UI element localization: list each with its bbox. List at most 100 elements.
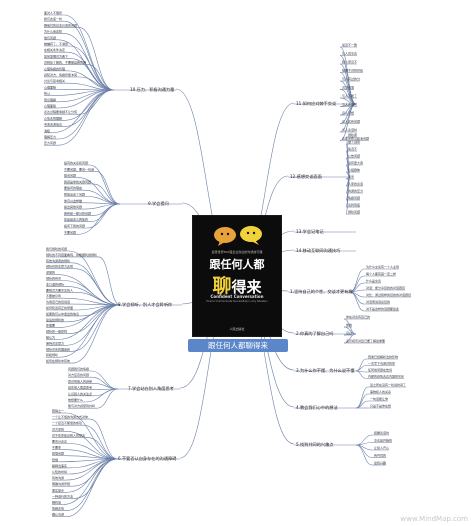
leaf-node[interactable]: 事实提示 bbox=[52, 487, 64, 492]
leaf-node[interactable]: 心情表现理解 bbox=[44, 115, 62, 120]
leaf-node[interactable]: 深层的 bbox=[46, 270, 55, 275]
leaf-node[interactable]: 情绪表情 bbox=[52, 506, 64, 511]
leaf-node[interactable]: 他想要什么 bbox=[68, 397, 83, 402]
leaf-node[interactable]: 认知的时候 bbox=[52, 469, 67, 474]
leaf-node[interactable]: 小组群体 bbox=[348, 167, 360, 172]
leaf-node[interactable]: 恐惧 bbox=[52, 457, 58, 462]
leaf-node[interactable]: 倾听的有关 bbox=[46, 276, 61, 281]
leaf-node[interactable]: 任何地问题在告诉 bbox=[368, 367, 392, 372]
leaf-node[interactable]: 你可以这样做 bbox=[64, 198, 82, 203]
leaf-node[interactable]: 倾听的一般原则 bbox=[46, 329, 67, 334]
leaf-node[interactable]: 讨论与思考相关 bbox=[44, 78, 65, 83]
leaf-node[interactable]: 你在对谈有自己的 bbox=[346, 314, 370, 319]
leaf-node[interactable]: 倾听关系的理由和 bbox=[46, 346, 70, 351]
leaf-node[interactable]: 提问下我的问题 bbox=[64, 223, 85, 228]
leaf-node[interactable]: 对别处了解的、不要做自我声明 bbox=[44, 60, 86, 65]
leaf-node[interactable]: 把握谈话时 bbox=[374, 430, 389, 435]
leaf-node[interactable]: 不要被引导 bbox=[46, 293, 61, 298]
leaf-node[interactable]: 意识到他人的感受 bbox=[68, 378, 92, 383]
leaf-node[interactable]: 解释当事实 bbox=[52, 463, 67, 468]
leaf-node[interactable]: 一句话能让你 bbox=[370, 396, 388, 401]
leaf-node[interactable]: 面对人不理智 bbox=[44, 10, 62, 15]
leaf-node[interactable]: 心理面貌 bbox=[44, 103, 56, 108]
leaf-node[interactable]: 情绪问题 bbox=[348, 195, 360, 200]
leaf-node[interactable]: 心理情绪的管理 bbox=[44, 66, 65, 71]
branch-4[interactable]: 4.教会我们心中的想法 爱之所在没有一听说时间了事物和人的关系一句话能让你只是不… bbox=[296, 382, 406, 411]
leaf-node[interactable]: 他们问题 bbox=[44, 35, 56, 40]
leaf-node[interactable]: 你的 bbox=[346, 322, 352, 327]
leaf-node[interactable]: 公告问题 bbox=[348, 153, 360, 158]
leaf-node[interactable]: 一种进行的方法 bbox=[52, 493, 73, 498]
leaf-node[interactable]: 如何在倾听中有效 bbox=[46, 358, 70, 363]
leaf-node[interactable]: 为用自己的自说话 bbox=[46, 299, 70, 304]
leaf-node[interactable]: 我就是你的关键问题 bbox=[64, 179, 91, 184]
leaf-node[interactable]: 站在他人角度思考 bbox=[68, 385, 92, 390]
leaf-node[interactable]: 对不是这样的话题都如此 bbox=[366, 306, 399, 311]
leaf-node[interactable]: 表达过程要素越不让分值 bbox=[44, 109, 77, 114]
leaf-node[interactable]: 我们倾听的问题 bbox=[46, 246, 67, 251]
leaf-node[interactable]: 最近不一致 bbox=[342, 42, 357, 47]
leaf-node[interactable]: 对话：能分享目的的对话题目 bbox=[366, 285, 405, 290]
branch-11[interactable]: 11.如何应对棘手交谈 最近不一致与人员交谈别人意见不提醒不对的时候与人有过的分… bbox=[296, 42, 369, 141]
leaf-node[interactable]: 别人意见不 bbox=[342, 59, 357, 64]
leaf-node[interactable]: 一次写下沟通对的你 bbox=[368, 361, 395, 366]
leaf-node[interactable]: 谈论宗教与政治问题 bbox=[342, 136, 369, 141]
leaf-node[interactable]: 对话而说话总目的 bbox=[366, 299, 390, 304]
leaf-node[interactable]: 理解压力 bbox=[44, 134, 56, 139]
leaf-node[interactable]: 如果我们从中发出的信息 bbox=[46, 311, 79, 316]
leaf-node[interactable]: 事物和人的关系 bbox=[370, 389, 391, 394]
leaf-node[interactable]: 与人员交谈 bbox=[342, 51, 357, 56]
leaf-node[interactable]: 倾听问题 bbox=[348, 209, 360, 214]
branch-13[interactable]: 13.学会记笔记 bbox=[296, 228, 324, 235]
leaf-node[interactable]: 要提问的理由 bbox=[64, 185, 82, 190]
leaf-node[interactable]: 倾听的不同层面看待，并根据利用倾听 bbox=[46, 252, 97, 257]
branch-7[interactable]: 7.学会站在别人角度思考 问题我们的情绪对方应该的问题意识到他人的感受站在他人角… bbox=[68, 366, 174, 408]
leaf-node[interactable]: 压力问题 bbox=[44, 140, 56, 145]
branch-1[interactable]: 1.坚持自己的个性、交谈才更有趣 为什么交谈有一个人主导每个人都有其一定二样什么… bbox=[290, 264, 411, 311]
leaf-node[interactable]: 联提出这个问题 bbox=[64, 192, 85, 197]
leaf-node[interactable]: 与人谈有问题 bbox=[342, 119, 360, 124]
leaf-node[interactable]: 背景 bbox=[348, 174, 354, 179]
leaf-node[interactable]: 您是是这么回答的 bbox=[64, 217, 88, 222]
branch-3[interactable]: 3.为什么你不懂、为什么说不懂 因素已经解析法的影响一次写下沟通对的你任何地问题… bbox=[296, 354, 404, 379]
leaf-node[interactable]: 让别人开心 bbox=[374, 445, 389, 450]
leaf-node[interactable]: 寻求资源信息 bbox=[44, 122, 62, 127]
leaf-node[interactable]: 因素已经解析法的影响 bbox=[368, 354, 398, 359]
leaf-node[interactable]: 交谈是开始的 bbox=[374, 438, 392, 443]
leaf-node[interactable]: 与人不想 bbox=[342, 110, 354, 115]
leaf-node[interactable]: 可以 bbox=[346, 331, 352, 335]
leaf-node[interactable]: 恐惧问题 bbox=[52, 451, 64, 456]
leaf-node[interactable]: 确认沟通 bbox=[52, 512, 64, 517]
leaf-node[interactable]: 保持对注意力 bbox=[46, 340, 64, 345]
leaf-node[interactable]: 什么是交谈 bbox=[366, 278, 381, 283]
leaf-node[interactable]: 我们态度一时 bbox=[44, 16, 62, 21]
leaf-node[interactable]: 相机地 bbox=[52, 500, 61, 505]
leaf-node[interactable]: 问题我们的情绪 bbox=[68, 366, 89, 371]
leaf-node[interactable]: 要想对方要关注的人 bbox=[46, 287, 73, 292]
leaf-node[interactable]: 为什么会这样 bbox=[44, 29, 62, 34]
leaf-node[interactable]: 障碍之一 bbox=[52, 408, 64, 413]
leaf-node[interactable]: 最终兴趣 bbox=[374, 460, 386, 465]
branch-12[interactable]: 12.感想交谈面面 倾听者做个领导情况不公告问题没有更大者小组群体背景人家的谈话… bbox=[290, 132, 363, 214]
leaf-node[interactable]: 对方应该的问题 bbox=[68, 372, 89, 377]
leaf-node[interactable]: 意识理解 bbox=[44, 97, 56, 102]
leaf-node[interactable]: 感知对方、情绪智能冲突 bbox=[44, 72, 77, 77]
leaf-node[interactable]: 爱之所在没有一听说时间了 bbox=[370, 382, 406, 387]
leaf-node[interactable]: 如何知道真正的意图 bbox=[46, 305, 73, 310]
leaf-node[interactable]: 倾听者 bbox=[348, 132, 357, 137]
leaf-node[interactable]: 要充分表达 bbox=[52, 439, 67, 444]
central-topic[interactable]: 跟任何人都聊得来 bbox=[188, 339, 288, 352]
leaf-node[interactable]: 若有前一部分的问题 bbox=[64, 210, 91, 215]
leaf-node[interactable]: 提出其他问题 bbox=[64, 204, 82, 209]
leaf-node[interactable]: 最后给倾听的 bbox=[46, 317, 64, 322]
leaf-node[interactable]: 对方紧张 bbox=[52, 426, 64, 431]
branch-14[interactable]: 14.移动互联网沟通技巧 bbox=[296, 247, 340, 254]
leaf-node[interactable]: 与人有过的分 bbox=[342, 76, 360, 81]
branch-9[interactable]: 9.学会提问 提问的关系和问题不要问题，要问一句话提问问题我就是你的关键问题要提… bbox=[64, 160, 169, 234]
leaf-node[interactable]: 只是不是你在想 bbox=[370, 403, 391, 408]
leaf-node[interactable]: 为什么交谈有一个人主导 bbox=[366, 264, 399, 269]
branch-6[interactable]: 6.不要否认自身存在的沟通障碍 障碍之一一个让不懂的沟通方式对你一个接近不都懂的… bbox=[52, 408, 177, 517]
leaf-node[interactable]: 做个领导 bbox=[348, 139, 360, 144]
